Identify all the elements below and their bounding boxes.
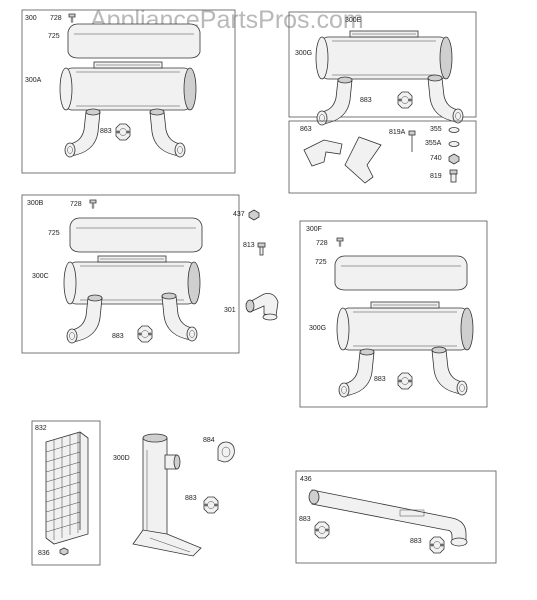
nut-437 (248, 209, 260, 221)
gasket-883-300F (397, 372, 413, 390)
assembly-300F-tag: 300F (306, 226, 322, 233)
label-819A: 819A (389, 129, 406, 136)
screw-728 (68, 13, 76, 24)
assembly-300: 300 728 725 300A 883 (21, 9, 236, 174)
label-883: 883 (100, 128, 112, 135)
bolt-819A (408, 130, 416, 152)
bracket-left (303, 139, 343, 167)
assembly-300F-frame (299, 220, 488, 408)
label-725-300F: 725 (315, 259, 327, 266)
heat-shield-725 (67, 23, 201, 59)
elbow-left (64, 108, 101, 158)
label-819: 819 (430, 173, 442, 180)
clamp-884 (217, 441, 235, 463)
assembly-832-frame (31, 420, 101, 566)
assembly-863-tag: 863 (300, 126, 312, 133)
muffler-300G-300F (336, 301, 474, 351)
assembly-300E: 300E 300G 883 (288, 11, 477, 126)
assembly-436: 436 883 883 (295, 470, 497, 564)
assembly-300D: 300D 884 883 (113, 433, 235, 557)
loose-parts: 437 813 301 (224, 209, 279, 321)
assembly-436-tag: 436 (300, 476, 312, 483)
label-300G: 300G (295, 50, 312, 57)
washer-355 (448, 127, 460, 133)
label-300G-300F: 300G (309, 325, 326, 332)
label-740: 740 (430, 155, 442, 162)
label-728-300B: 728 (70, 201, 82, 208)
label-355A: 355A (425, 140, 442, 147)
assembly-300-frame (21, 9, 236, 174)
assembly-300B: 300B 728 725 300C 883 (21, 194, 240, 354)
heat-shield-725-300F (334, 255, 468, 291)
assembly-436-frame (295, 470, 497, 564)
muffler-300A (59, 61, 197, 111)
label-728: 728 (50, 15, 62, 22)
elbow-left-300F (338, 348, 375, 398)
label-883-436b: 883 (410, 538, 422, 545)
label-301: 301 (224, 307, 236, 314)
elbow-right (149, 108, 186, 158)
pipe-301 (245, 293, 279, 321)
screw-728-300B (89, 199, 97, 210)
assembly-300B-frame (21, 194, 240, 354)
nut-740 (448, 153, 460, 165)
assembly-300B-tag: 300B (27, 200, 44, 207)
label-355: 355 (430, 126, 442, 133)
bolt-819 (449, 169, 458, 183)
gasket-883-300E (397, 91, 413, 109)
label-883-436a: 883 (299, 516, 311, 523)
label-884: 884 (203, 437, 215, 444)
label-883-300F: 883 (374, 376, 386, 383)
label-725: 725 (48, 33, 60, 40)
assembly-832: 832 836 (31, 420, 101, 566)
label-728-300F: 728 (316, 240, 328, 247)
assembly-832-tag: 832 (35, 425, 47, 432)
label-300D: 300D (113, 455, 130, 462)
label-300C: 300C (32, 273, 49, 280)
vertical-muffler-300D (132, 433, 202, 557)
gasket-883-300B (137, 325, 153, 343)
label-883-300B: 883 (112, 333, 124, 340)
assembly-300E-tag: 300E (345, 17, 362, 24)
elbow-left-300E (316, 76, 353, 126)
label-725-300B: 725 (48, 230, 60, 237)
spark-arrester-screen (45, 431, 89, 545)
gasket-883-300D (203, 496, 219, 514)
assembly-300E-frame (288, 11, 477, 118)
assembly-863: 863 819A 355 355A 740 819 (288, 120, 477, 194)
gasket-883-436b (429, 536, 445, 554)
exhaust-pipe-436 (308, 489, 468, 547)
screw-728-300F (336, 237, 344, 248)
heat-shield-725-300B (69, 217, 203, 253)
label-883-300D: 883 (185, 495, 197, 502)
assembly-300-tag: 300 (25, 15, 37, 22)
assembly-863-frame (288, 120, 477, 194)
screw-813 (257, 242, 266, 256)
label-300A: 300A (25, 77, 42, 84)
gasket-883-436a (314, 521, 330, 539)
label-883-300E: 883 (360, 97, 372, 104)
label-836: 836 (38, 550, 50, 557)
muffler-300C (63, 255, 201, 305)
washer-355A (448, 141, 460, 147)
bracket-right (344, 136, 382, 184)
screw-836 (59, 547, 69, 556)
elbow-right-300F (431, 346, 468, 396)
elbow-right-300E (427, 74, 464, 124)
label-813: 813 (243, 242, 255, 249)
gasket-883 (115, 123, 131, 141)
assembly-300F: 300F 728 725 300G 883 (299, 220, 488, 408)
muffler-300G (315, 30, 453, 80)
label-437: 437 (233, 211, 245, 218)
